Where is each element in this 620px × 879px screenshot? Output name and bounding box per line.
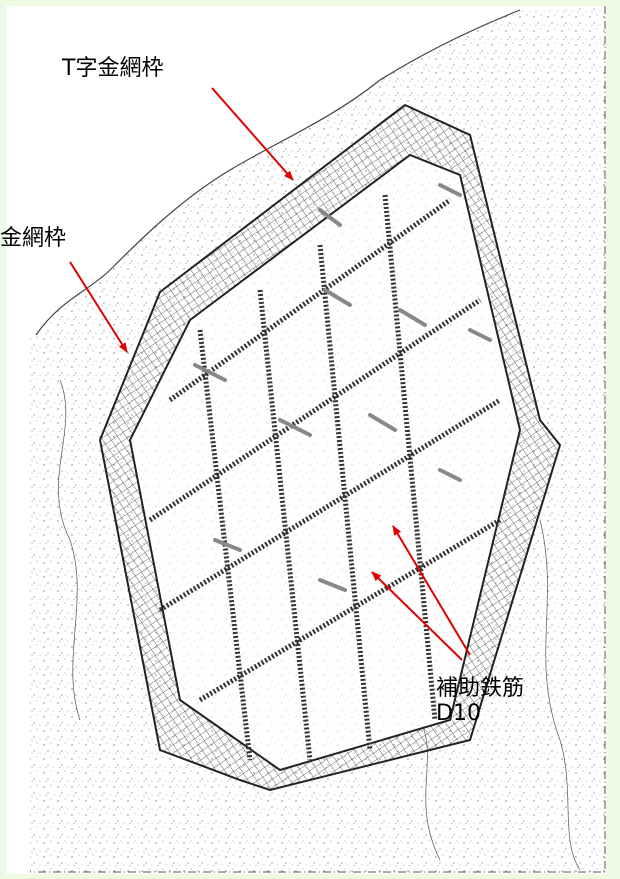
cage-interior-stipple bbox=[130, 155, 520, 770]
arrow-rebar-2 bbox=[371, 571, 463, 661]
concrete-edge bbox=[35, 9, 521, 336]
spacer-bars bbox=[193, 183, 492, 592]
aux-rebar-size: D10 bbox=[436, 701, 481, 727]
aux-rebar-name: 補助鉄筋 bbox=[436, 676, 525, 701]
crack-line-1 bbox=[57, 379, 81, 721]
arrow-rebar-1 bbox=[392, 525, 471, 656]
t-frame-label: T字金網枠 bbox=[62, 56, 164, 81]
aux-rebar-label: 補助鉄筋 D10 bbox=[436, 676, 524, 727]
arrow-t-frame bbox=[211, 87, 294, 181]
main-rebar-grid bbox=[148, 194, 502, 761]
wire-frame-label: 金網枠 bbox=[0, 226, 67, 251]
arrow-wire-frame bbox=[69, 261, 128, 353]
crack-line-2 bbox=[539, 519, 581, 871]
